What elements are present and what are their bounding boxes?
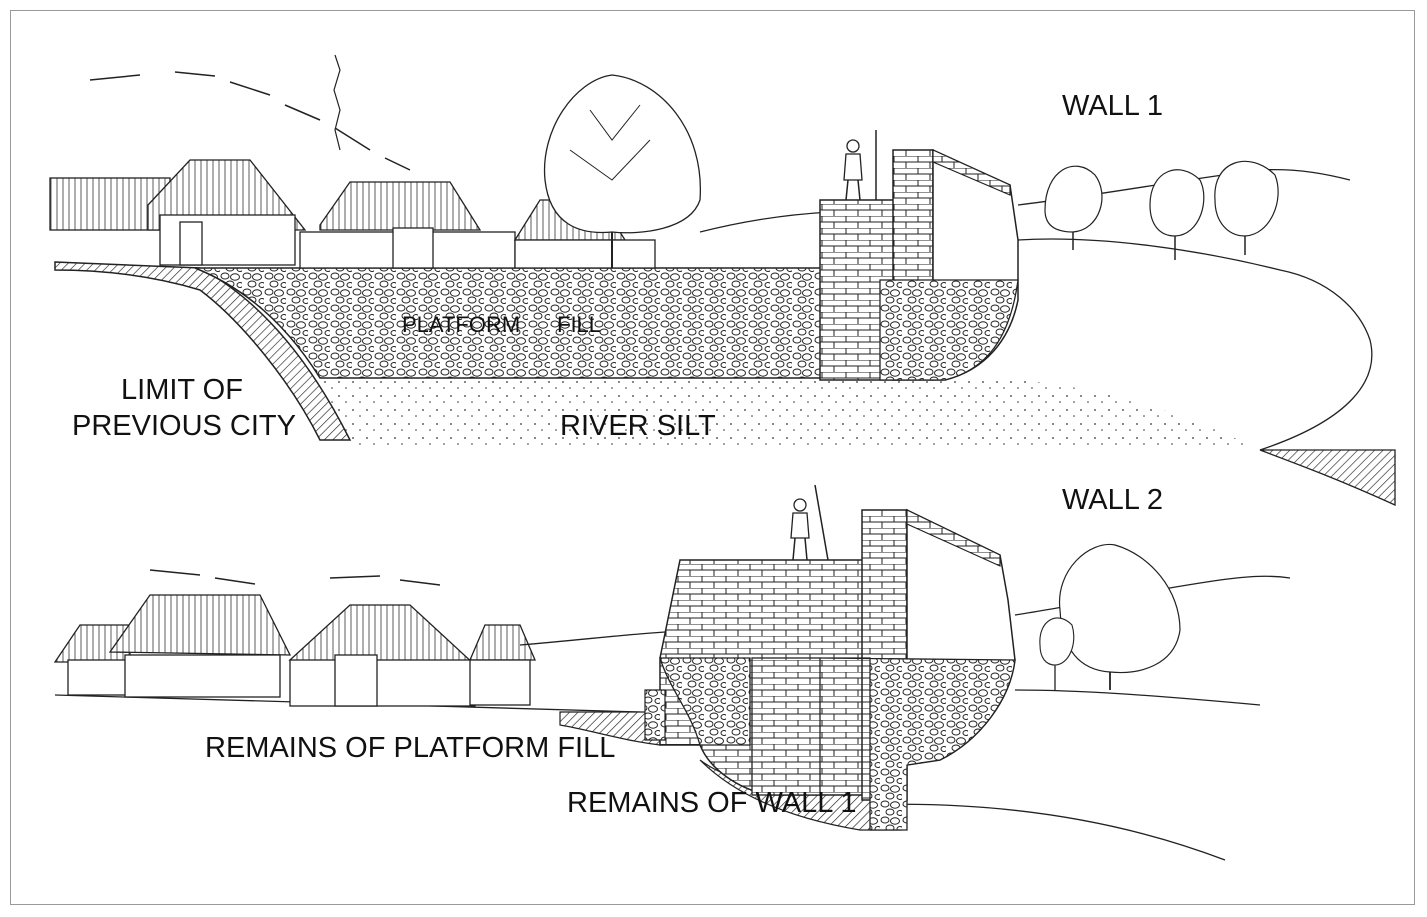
scene-wall-2 bbox=[53, 484, 1291, 861]
tree-top-left bbox=[543, 74, 701, 268]
label-wall-2: WALL 2 bbox=[1062, 484, 1164, 516]
soldier-bottom bbox=[790, 484, 829, 561]
label-limit-line-2: PREVIOUS CITY bbox=[72, 410, 296, 442]
wall-2-drawing bbox=[644, 484, 1016, 831]
label-platform: PLATFORM bbox=[402, 312, 521, 337]
label-remains-wall-1: REMAINS OF WALL 1 bbox=[567, 787, 857, 819]
label-fill: FILL bbox=[557, 312, 602, 337]
trees-top-right bbox=[1044, 160, 1279, 260]
scene-wall-1 bbox=[49, 54, 1396, 507]
houses-bottom bbox=[53, 594, 536, 707]
label-river-silt: RIVER SILT bbox=[560, 410, 716, 442]
label-remains-platform-fill: REMAINS OF PLATFORM FILL bbox=[205, 732, 616, 764]
label-limit-line-1: LIMIT OF bbox=[121, 374, 243, 406]
smoke-top bbox=[333, 54, 341, 151]
label-wall-1: WALL 1 bbox=[1062, 90, 1164, 122]
wall-1-drawing bbox=[819, 130, 1019, 381]
soldier-top bbox=[843, 130, 877, 201]
tree-bottom-right bbox=[1039, 543, 1181, 690]
